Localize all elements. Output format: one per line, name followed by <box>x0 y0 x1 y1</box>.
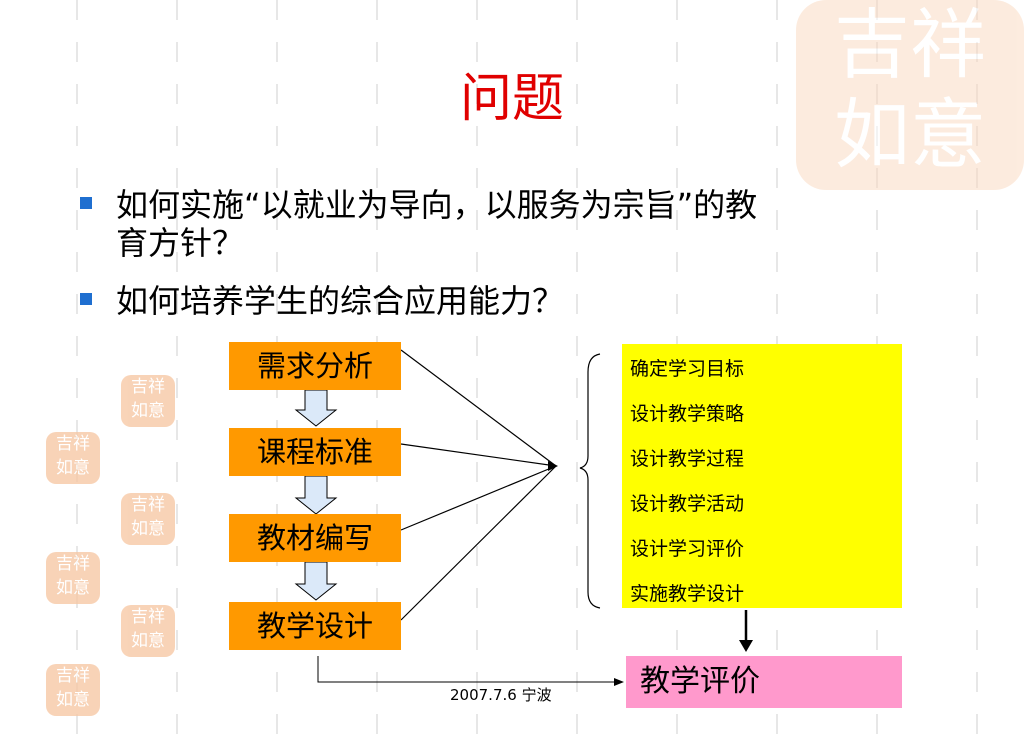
auspicious-seal: 吉祥如意 <box>121 375 175 427</box>
down-block-arrow <box>294 561 338 601</box>
down-block-arrow <box>294 389 338 427</box>
flow-step-box: 课程标准 <box>229 428 401 476</box>
auspicious-seal-large: 吉祥如意 <box>796 0 1024 190</box>
auspicious-seal: 吉祥如意 <box>46 432 100 484</box>
flow-step-box: 需求分析 <box>229 342 401 390</box>
design-task-item: 设计教学活动 <box>630 493 745 515</box>
flow-step-box: 教学设计 <box>229 602 401 650</box>
evaluation-box: 教学评价 <box>626 656 902 708</box>
auspicious-seal: 吉祥如意 <box>46 552 100 604</box>
slide-title: 问题 <box>459 69 564 129</box>
curly-brace <box>579 353 601 609</box>
design-task-item: 设计教学过程 <box>630 448 745 470</box>
bullet-text: 如何培养学生的综合应用能力？ <box>116 282 565 320</box>
design-task-item: 设计教学策略 <box>630 403 745 425</box>
design-task-item: 设计学习评价 <box>630 538 745 560</box>
bullet-text: 如何实施“以就业为导向，以服务为宗旨”的教 <box>116 186 758 224</box>
bullet-text-continued: 育方针？ <box>116 224 245 262</box>
design-task-panel: 确定学习目标 设计教学策略 设计教学过程 设计教学活动 设计学习评价 实施教学设… <box>622 344 902 608</box>
auspicious-seal: 吉祥如意 <box>121 605 175 657</box>
auspicious-seal: 吉祥如意 <box>46 664 100 716</box>
design-task-item: 实施教学设计 <box>630 583 745 605</box>
design-task-item: 确定学习目标 <box>630 358 745 380</box>
flow-step-box: 教材编写 <box>229 514 401 562</box>
down-block-arrow <box>294 475 338 515</box>
auspicious-seal: 吉祥如意 <box>121 493 175 545</box>
bullet-square-icon <box>80 293 92 305</box>
footer-date-location: 2007.7.6 宁波 <box>450 686 552 704</box>
bullet-square-icon <box>80 197 92 209</box>
